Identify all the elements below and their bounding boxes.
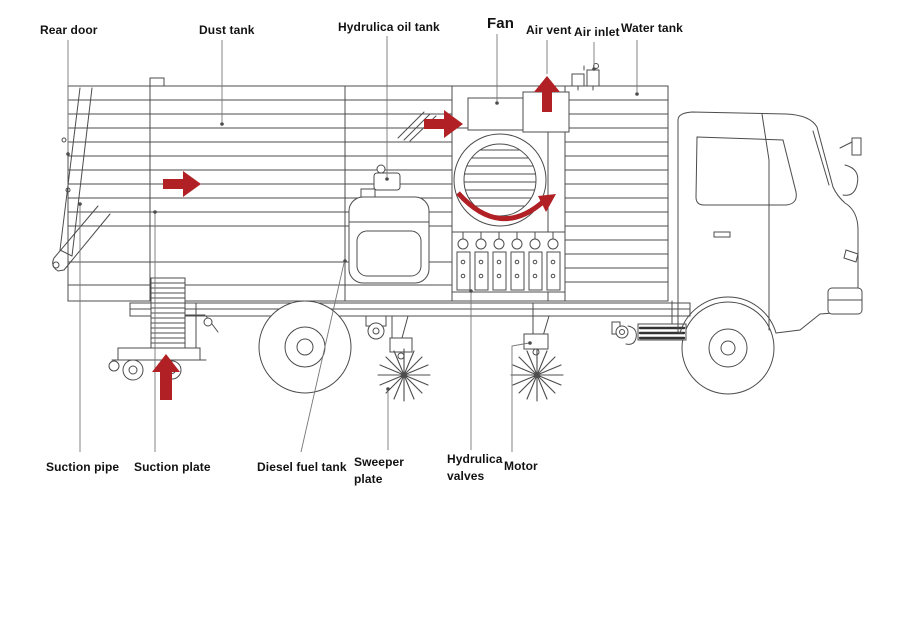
label-air-vent: Air vent — [526, 23, 572, 37]
sweeper-arm-front — [365, 315, 413, 360]
front-wheel — [681, 301, 775, 395]
fan-housing — [451, 127, 549, 233]
label-fan: Fan — [487, 15, 514, 32]
airflow-arrow-duct-right-icon — [424, 110, 463, 138]
hydraulic-oil-tank — [373, 164, 401, 191]
suction-pipe — [52, 205, 111, 272]
airflow-arrow-vent-up-icon — [534, 76, 560, 112]
leader-lines — [67, 34, 638, 453]
sweeper-brush-front — [377, 348, 431, 402]
suction-plate-assembly — [108, 277, 219, 381]
label-rear-door: Rear door — [40, 23, 98, 37]
label-suction-plate: Suction plate — [134, 460, 211, 474]
label-dust-tank: Dust tank — [199, 23, 255, 37]
fan-rotation-arrowhead-icon — [538, 194, 556, 212]
label-motor: Motor — [504, 459, 538, 473]
truck-cab — [677, 111, 863, 334]
airflow-arrow-rear-right-icon — [163, 171, 201, 197]
fan-duct — [467, 91, 570, 133]
tow-hook — [611, 321, 687, 345]
sweeper-motor — [523, 302, 550, 356]
suction-arrow-up-icon — [152, 354, 180, 400]
diesel-fuel-tank — [348, 188, 430, 284]
label-sweeper-plate: Sweeper plate — [354, 455, 405, 487]
leader-dots — [66, 67, 639, 391]
rear-wheel — [258, 300, 352, 394]
fan-rotation-arc-icon — [456, 191, 546, 222]
label-water-tank: Water tank — [621, 21, 683, 35]
label-hydrulica-oil-tank: Hydrulica oil tank — [338, 20, 440, 34]
label-suction-pipe: Suction pipe — [46, 460, 120, 474]
air-inlet-device — [571, 63, 600, 91]
sweeper-brush-rear — [510, 348, 564, 402]
rear-door — [59, 87, 93, 302]
label-air-inlet: Air inlet — [574, 25, 620, 39]
chassis — [129, 300, 691, 333]
label-diesel-fuel-tank: Diesel fuel tank — [257, 460, 347, 474]
label-hydrulica-valves: Hydrulica valves — [447, 452, 503, 484]
hydraulic-valves — [451, 231, 566, 293]
